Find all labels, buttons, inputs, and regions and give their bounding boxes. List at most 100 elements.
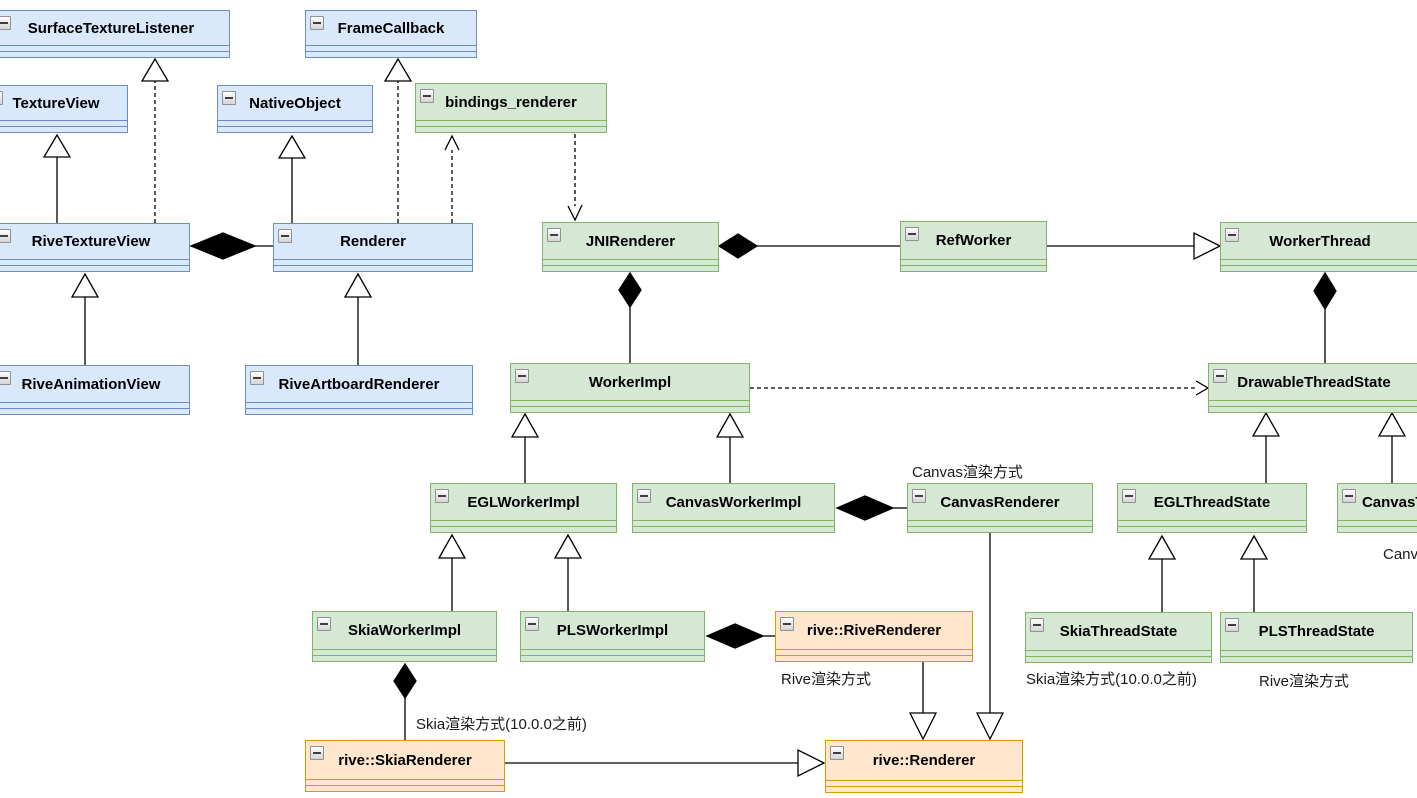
collapse-icon[interactable]: [1213, 369, 1227, 383]
class-box-canvas-thread-state[interactable]: CanvasThreadState: [1337, 483, 1417, 533]
class-title: CanvasWorkerImpl: [665, 493, 802, 511]
class-box-frame-callback[interactable]: FrameCallback: [305, 10, 477, 58]
class-box-rive-rive-renderer[interactable]: rive::RiveRenderer: [775, 611, 973, 662]
class-box-egl-thread-state[interactable]: EGLThreadState: [1117, 483, 1307, 533]
class-box-rive-renderer[interactable]: rive::Renderer: [825, 740, 1023, 793]
class-attributes-compartment: [543, 259, 718, 265]
class-attributes-compartment: [826, 780, 1022, 786]
collapse-icon[interactable]: [1225, 228, 1239, 242]
class-box-rive-artboard-renderer[interactable]: RiveArtboardRenderer: [245, 365, 473, 415]
collapse-icon[interactable]: [1122, 489, 1136, 503]
class-title: rive::RiveRenderer: [806, 622, 942, 639]
class-title: TextureView: [12, 94, 100, 112]
class-box-drawable-thread-state[interactable]: DrawableThreadState: [1208, 363, 1417, 413]
class-title: RiveAnimationView: [21, 375, 161, 393]
collapse-icon[interactable]: [310, 746, 324, 760]
collapse-icon[interactable]: [780, 617, 794, 631]
class-box-skia-worker-impl[interactable]: SkiaWorkerImpl: [312, 611, 497, 662]
hollow-triangle-marker: [510, 412, 540, 438]
filled-diamond-marker: [393, 662, 417, 700]
class-attributes-compartment: [901, 259, 1046, 265]
class-box-pls-thread-state[interactable]: PLSThreadState: [1220, 612, 1413, 663]
class-methods-compartment: [1221, 656, 1412, 662]
class-box-rive-animation-view[interactable]: RiveAnimationView: [0, 365, 190, 415]
class-box-texture-view[interactable]: TextureView: [0, 85, 128, 133]
class-attributes-compartment: [0, 45, 229, 51]
hollow-triangle-marker: [1239, 534, 1269, 560]
relation-skiathreadstate-extends-eglthreadstate: [1147, 534, 1177, 612]
class-methods-compartment: [521, 655, 704, 661]
class-box-egl-worker-impl[interactable]: EGLWorkerImpl: [430, 483, 617, 533]
filled-diamond-marker: [189, 232, 257, 260]
annotation-rive-render-mode-left: Rive渲染方式: [781, 671, 872, 688]
relation-canvasworkerimpl-extends-workerimpl: [715, 412, 745, 483]
relation-jnirenderer-composes-refworker: [717, 233, 900, 259]
class-title: RiveTextureView: [31, 233, 151, 250]
class-box-rive-texture-view[interactable]: RiveTextureView: [0, 223, 190, 272]
collapse-icon[interactable]: [278, 229, 292, 243]
class-box-surface-texture-listener[interactable]: SurfaceTextureListener: [0, 10, 230, 58]
collapse-icon[interactable]: [310, 16, 324, 30]
collapse-icon[interactable]: [222, 91, 236, 105]
class-title: WorkerImpl: [588, 373, 672, 391]
class-title: CanvasRenderer: [940, 493, 1060, 511]
class-title: WorkerThread: [1269, 232, 1371, 250]
collapse-icon[interactable]: [1225, 618, 1239, 632]
class-box-worker-thread[interactable]: WorkerThread: [1220, 222, 1417, 272]
hollow-triangle-marker: [383, 57, 413, 82]
class-box-jni-renderer[interactable]: JNIRenderer: [542, 222, 719, 272]
collapse-icon[interactable]: [420, 89, 434, 103]
class-methods-compartment: [306, 51, 476, 57]
class-attributes-compartment: [1209, 400, 1417, 406]
class-attributes-compartment: [1026, 650, 1211, 656]
class-title: DrawableThreadState: [1237, 373, 1391, 391]
open-arrow-marker: [1195, 380, 1210, 396]
hollow-triangle-marker: [553, 533, 583, 559]
class-title: RiveArtboardRenderer: [278, 375, 440, 393]
relation-eglthreadstate-extends-drawablethreadstate: [1251, 411, 1281, 483]
collapse-icon[interactable]: [1030, 618, 1044, 632]
relation-canvasrenderer-extends-riverenderer: [975, 533, 1005, 741]
class-box-canvas-worker-impl[interactable]: CanvasWorkerImpl: [632, 483, 835, 533]
collapse-icon[interactable]: [637, 489, 651, 503]
collapse-icon[interactable]: [0, 371, 11, 385]
collapse-icon[interactable]: [435, 489, 449, 503]
collapse-icon[interactable]: [515, 369, 529, 383]
class-box-renderer[interactable]: Renderer: [273, 223, 473, 272]
class-title: EGLThreadState: [1153, 493, 1271, 511]
class-box-skia-thread-state[interactable]: SkiaThreadState: [1025, 612, 1212, 663]
collapse-icon[interactable]: [547, 228, 561, 242]
collapse-icon[interactable]: [912, 489, 926, 503]
class-box-worker-impl[interactable]: WorkerImpl: [510, 363, 750, 413]
relation-renderer-depends-on-bindings-renderer: [444, 134, 460, 223]
class-box-native-object[interactable]: NativeObject: [217, 85, 373, 133]
class-box-canvas-renderer[interactable]: CanvasRenderer: [907, 483, 1093, 533]
collapse-icon[interactable]: [0, 91, 3, 105]
class-attributes-compartment: [274, 259, 472, 265]
collapse-icon[interactable]: [317, 617, 331, 631]
class-box-pls-worker-impl[interactable]: PLSWorkerImpl: [520, 611, 705, 662]
relation-canvasworkerimpl-composes-canvasrenderer: [835, 495, 907, 521]
collapse-icon[interactable]: [0, 16, 11, 30]
class-title: rive::Renderer: [872, 752, 976, 769]
class-box-bindings-renderer[interactable]: bindings_renderer: [415, 83, 607, 133]
class-title: EGLWorkerImpl: [467, 493, 580, 511]
collapse-icon[interactable]: [830, 746, 844, 760]
class-box-ref-worker[interactable]: RefWorker: [900, 221, 1047, 272]
class-title: SkiaThreadState: [1059, 623, 1178, 640]
collapse-icon[interactable]: [525, 617, 539, 631]
filled-diamond-marker: [717, 233, 759, 259]
relation-eglworkerimpl-extends-workerimpl: [510, 412, 540, 483]
collapse-icon[interactable]: [905, 227, 919, 241]
collapse-icon[interactable]: [250, 371, 264, 385]
class-title: bindings_renderer: [445, 93, 577, 111]
hollow-triangle-marker: [277, 134, 307, 159]
class-methods-compartment: [826, 786, 1022, 792]
class-box-rive-skia-renderer[interactable]: rive::SkiaRenderer: [305, 740, 505, 792]
collapse-icon[interactable]: [1342, 489, 1356, 503]
class-attributes-compartment: [246, 402, 472, 408]
class-title: RefWorker: [935, 232, 1012, 249]
filled-diamond-marker: [618, 271, 642, 309]
collapse-icon[interactable]: [0, 229, 11, 243]
